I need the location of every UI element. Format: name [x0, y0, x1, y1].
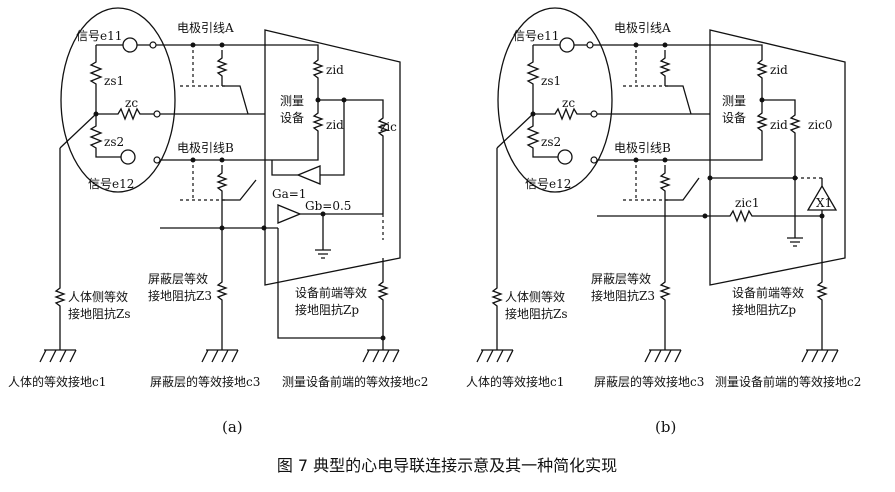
label-shield-imp-line1: 屏蔽层等效 — [148, 271, 208, 286]
label-zc: zc — [125, 96, 138, 110]
label-shield-imp-line2: 接地阻抗Z3 — [148, 288, 212, 303]
label-front-imp-line1: 设备前端等效 — [295, 285, 367, 300]
device-body-a — [264, 29, 401, 286]
label-lead-b-b: 电极引线B — [614, 141, 671, 155]
label-signal-e12-b: 信号e12 — [525, 177, 571, 191]
label-zid-top-b: zid — [770, 63, 788, 77]
label-zid-bottom-b: zid — [770, 118, 788, 132]
signal-source-e11 — [122, 37, 138, 53]
label-device-line1: 测量 — [280, 94, 304, 108]
sublabel-b: (b) — [655, 418, 676, 436]
body-ellipse-b — [497, 7, 613, 193]
label-front-imp-line2-b: 接地阻抗Zp — [732, 302, 796, 317]
label-signal-e12: 信号e12 — [88, 177, 134, 191]
figure-caption: 图 7 典型的心电导联连接示意及其一种简化实现 — [277, 456, 617, 475]
diagram-b: 信号e11 信号e12 zs1 zs2 zc 电极引线A 电极引线B 测量 设备… — [466, 7, 861, 436]
label-zs1-b: zs1 — [541, 74, 561, 88]
ground-c2-a — [362, 349, 400, 363]
label-body-imp-line1-b: 人体侧等效 — [505, 289, 565, 304]
label-amp-x1: X1 — [816, 196, 832, 210]
label-ground-shield: 屏蔽层的等效接地c3 — [150, 374, 260, 389]
label-front-imp-line2: 接地阻抗Zp — [295, 302, 359, 317]
label-body-imp-line1: 人体侧等效 — [68, 289, 128, 304]
label-body-imp-line2-b: 接地阻抗Zs — [505, 306, 568, 321]
diagram-a: 信号e11 信号e12 zs1 zs2 zc 电极引线A 电极引线B — [8, 7, 428, 436]
sublabel-a: (a) — [222, 418, 243, 436]
label-lead-b: 电极引线B — [177, 141, 234, 155]
label-ground-front-b: 测量设备前端的等效接地c2 — [715, 374, 861, 389]
label-gb: Gb=0.5 — [305, 199, 351, 213]
amp-gb — [277, 204, 302, 224]
label-ground-front: 测量设备前端的等效接地c2 — [282, 374, 428, 389]
label-signal-e11-b: 信号e11 — [513, 29, 559, 43]
label-ground-shield-b: 屏蔽层的等效接地c3 — [594, 374, 704, 389]
amp-ga — [296, 165, 321, 185]
label-body-imp-line2: 接地阻抗Zs — [68, 306, 131, 321]
label-zid-top: zid — [326, 63, 344, 77]
ground-c1-a — [39, 349, 77, 363]
label-zic0-b: zic0 — [808, 118, 833, 132]
label-ground-body: 人体的等效接地c1 — [8, 374, 106, 389]
label-ground-body-b: 人体的等效接地c1 — [466, 374, 564, 389]
label-signal-e11: 信号e11 — [76, 29, 122, 43]
ground-c3-a — [201, 349, 239, 363]
device-body-b — [709, 29, 846, 286]
label-device-line2: 设备 — [280, 111, 304, 125]
label-lead-a: 电极引线A — [177, 21, 234, 35]
label-zc-b: zc — [562, 96, 575, 110]
label-zic: zic — [380, 120, 397, 134]
label-shield-imp-line1-b: 屏蔽层等效 — [591, 271, 651, 286]
label-zid-bottom: zid — [326, 118, 344, 132]
label-lead-a-b: 电极引线A — [614, 21, 671, 35]
label-device-line1-b: 测量 — [722, 94, 746, 108]
resistor-zc — [96, 107, 155, 121]
label-front-imp-line1-b: 设备前端等效 — [732, 285, 804, 300]
label-zs2: zs2 — [104, 135, 124, 149]
label-zic1-b: zic1 — [735, 196, 760, 210]
label-device-line2-b: 设备 — [722, 111, 746, 125]
label-shield-imp-line2-b: 接地阻抗Z3 — [591, 288, 655, 303]
body-ellipse — [60, 7, 176, 193]
label-zs1: zs1 — [104, 74, 124, 88]
label-ga: Ga=1 — [272, 187, 306, 201]
signal-source-e12 — [120, 149, 136, 165]
label-zs2-b: zs2 — [541, 135, 561, 149]
zid-chain — [265, 44, 324, 161]
